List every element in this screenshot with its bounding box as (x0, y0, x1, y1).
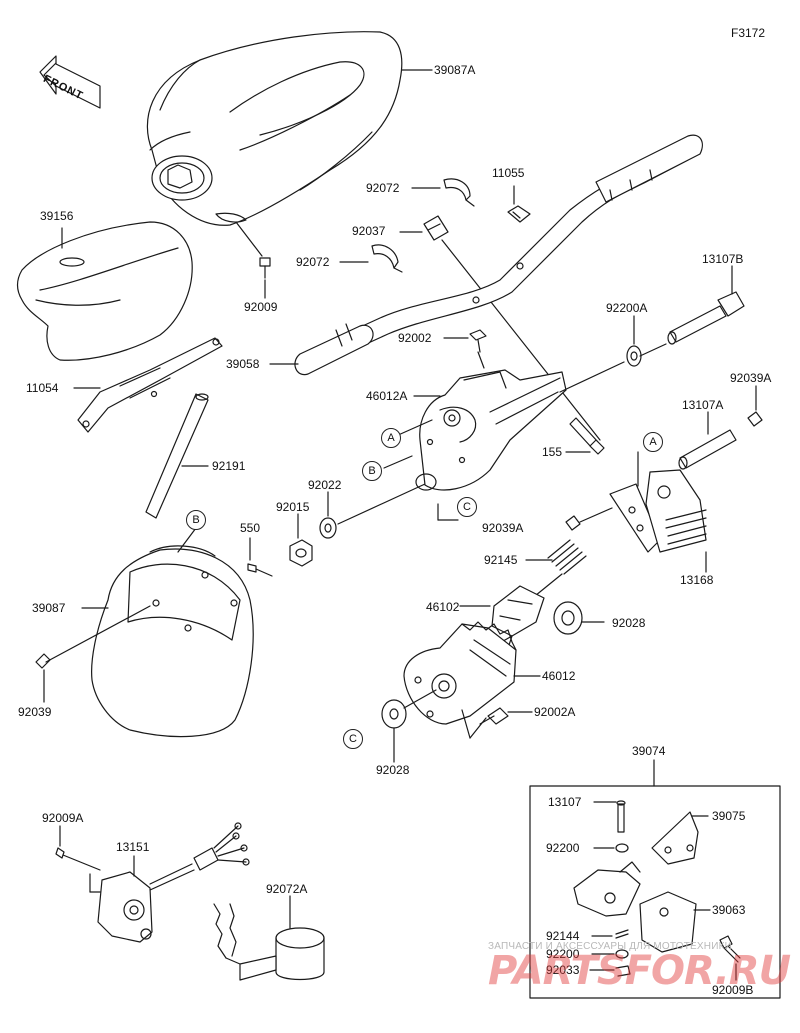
label-550: 550 (240, 521, 261, 535)
washer-92200A-part (626, 345, 642, 367)
clip-92033-part (615, 965, 631, 977)
diagram-id: F3172 (731, 26, 766, 40)
cover-39063-part (639, 891, 697, 953)
bracket-strip-part (77, 337, 223, 433)
cap-92037-part (423, 215, 449, 241)
clamp-92072-upper-part (443, 178, 475, 207)
callout-b-top: B (186, 510, 206, 530)
label-92022: 92022 (308, 478, 342, 492)
steering-cover-part (146, 31, 403, 226)
bolt-92002-part (469, 329, 487, 353)
label-92145: 92145 (484, 553, 518, 567)
label-39075: 39075 (712, 809, 746, 823)
spring-92144-part (615, 929, 629, 939)
screw-92009A-part (55, 847, 101, 871)
lower-cover-part (91, 545, 254, 738)
label-92191: 92191 (212, 459, 246, 473)
bracket-39075-part (651, 811, 699, 865)
watermark-tagline: ЗАПЧАСТИ И АКСЕССУАРЫ ДЛЯ МОТОТЕХНИКИ (488, 941, 733, 952)
handlebar-part (294, 134, 703, 376)
label-92072A: 92072A (266, 882, 308, 896)
label-46102: 46102 (426, 600, 460, 614)
kit-housing-part (573, 861, 641, 917)
watermark-brand: PARTSFOR.RU (488, 948, 791, 994)
label-92028-left: 92028 (376, 763, 410, 777)
label-92039: 92039 (18, 705, 52, 719)
rivet-92039A-top-part (747, 411, 763, 427)
label-11054: 11054 (26, 381, 59, 395)
label-92009A: 92009A (42, 811, 84, 825)
label-92072-upper: 92072 (366, 181, 400, 195)
callout-a-right: A (643, 432, 663, 452)
washer-92028-left-part (381, 699, 407, 729)
label-46012A: 46012A (366, 389, 408, 403)
label-39156: 39156 (40, 209, 74, 223)
label-92200-upper: 92200 (546, 841, 580, 855)
label-92002A: 92002A (534, 705, 576, 719)
label-92072-lower: 92072 (296, 255, 330, 269)
label-46012: 46012 (542, 669, 576, 683)
label-11055: 11055 (492, 166, 525, 180)
rod-92191-part (145, 393, 209, 519)
clamp-92072-lower-part (371, 244, 403, 273)
pin-13107-part (616, 800, 626, 833)
bolt-13107B-part (667, 291, 745, 345)
lever-13168-part (609, 469, 707, 553)
label-92009: 92009 (244, 300, 278, 314)
label-92144: 92144 (546, 929, 580, 943)
label-13168: 13168 (680, 573, 714, 587)
screw-92009B-part (719, 935, 741, 963)
washer-92028-right-part (553, 601, 583, 635)
screw-155-part (569, 417, 605, 455)
label-92037: 92037 (352, 224, 386, 238)
label-92033: 92033 (546, 963, 580, 977)
label-13151: 13151 (116, 840, 150, 854)
rivet-92039-part (35, 605, 151, 669)
label-92039A-top: 92039A (730, 371, 772, 385)
label-92028-right: 92028 (612, 616, 646, 630)
label-92039A-mid: 92039A (482, 521, 524, 535)
switch-13151-part (97, 822, 250, 943)
label-13107A: 13107A (682, 398, 724, 412)
kit-39074-box (529, 785, 781, 999)
bolt-92002A-part (479, 707, 509, 725)
spring-92145-part (547, 539, 587, 575)
cover-panel-part (16, 221, 193, 361)
label-92015: 92015 (276, 500, 310, 514)
rivet-92039A-mid-part (565, 507, 613, 531)
front-arrow-icon (39, 55, 101, 109)
label-155: 155 (542, 445, 563, 459)
washer-92200-lower-part (615, 949, 629, 959)
clamp-92072A-part (213, 903, 325, 981)
nut-92015-part (289, 539, 313, 567)
callout-b-left: B (362, 461, 382, 481)
label-39087A: 39087A (434, 63, 476, 77)
label-39074: 39074 (632, 744, 666, 758)
housing-46012A-part (415, 369, 567, 491)
callout-a-left: A (381, 428, 401, 448)
label-39058: 39058 (226, 357, 260, 371)
callout-c-lower: C (343, 729, 363, 749)
label-13107: 13107 (548, 795, 582, 809)
label-92200A: 92200A (606, 301, 648, 315)
label-92009B: 92009B (712, 983, 754, 997)
label-13107B: 13107B (702, 252, 744, 266)
pin-13107A-part (678, 429, 737, 470)
label-92002: 92002 (398, 331, 432, 345)
callout-c-mid: C (457, 497, 477, 517)
washer-92022-part (319, 517, 337, 539)
label-39087: 39087 (32, 601, 66, 615)
screw-92009-part (259, 257, 271, 279)
pin-550-part (247, 563, 273, 577)
clip-11055-part (507, 205, 531, 223)
label-92200-lower: 92200 (546, 947, 580, 961)
label-39063: 39063 (712, 903, 746, 917)
washer-92200-kit-part (615, 843, 629, 853)
